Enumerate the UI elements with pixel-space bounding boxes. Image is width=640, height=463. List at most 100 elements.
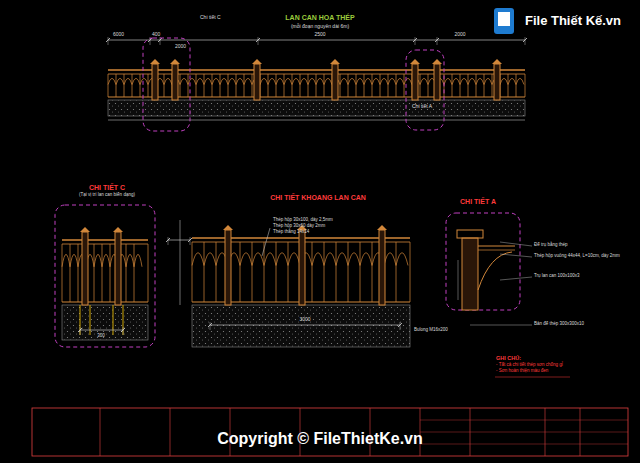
arch bbox=[308, 78, 316, 84]
drawing-label: 6000 bbox=[113, 32, 124, 38]
arch bbox=[244, 78, 252, 84]
arch bbox=[396, 253, 408, 266]
line-work bbox=[108, 74, 525, 75]
line-work bbox=[258, 37, 259, 45]
line-work bbox=[525, 74, 526, 97]
arch bbox=[340, 78, 348, 84]
line-work bbox=[252, 74, 253, 97]
post bbox=[379, 230, 385, 305]
line-work bbox=[478, 250, 515, 251]
arch bbox=[264, 253, 276, 266]
drawing-label: 400 bbox=[152, 32, 160, 38]
line-work bbox=[108, 69, 525, 70]
line-work bbox=[164, 74, 165, 97]
arch bbox=[478, 252, 512, 290]
arch bbox=[316, 78, 324, 84]
post-cap bbox=[432, 59, 442, 64]
drawing-label: CHI TIẾT C bbox=[89, 184, 125, 192]
line-work bbox=[484, 74, 485, 97]
line-work bbox=[70, 244, 71, 302]
line-work bbox=[437, 37, 438, 45]
arch bbox=[116, 78, 124, 84]
drawing-label: Bulong M16x200 bbox=[414, 328, 448, 333]
line-work bbox=[212, 74, 213, 97]
line-work bbox=[210, 325, 400, 326]
post bbox=[412, 64, 418, 100]
line-work bbox=[420, 74, 421, 97]
line-work bbox=[525, 37, 526, 45]
drawing-label: 2500 bbox=[314, 32, 325, 38]
line-work bbox=[420, 420, 628, 421]
line-work bbox=[324, 74, 325, 97]
drawing-label: Thép thẳng 14x14 bbox=[273, 230, 309, 235]
arch bbox=[444, 78, 452, 84]
line-work bbox=[204, 242, 205, 302]
post-cap bbox=[492, 59, 502, 64]
arch bbox=[500, 78, 508, 84]
arch bbox=[188, 78, 196, 84]
line-work bbox=[180, 74, 181, 97]
detail-callout bbox=[55, 205, 155, 347]
line-work bbox=[228, 74, 229, 97]
arch bbox=[360, 253, 372, 266]
arch bbox=[348, 78, 356, 84]
concrete-base bbox=[108, 100, 525, 116]
line-work bbox=[288, 242, 289, 302]
post bbox=[462, 238, 478, 310]
line-work bbox=[308, 74, 309, 97]
arch bbox=[134, 254, 142, 266]
line-work bbox=[420, 444, 628, 445]
line-work bbox=[62, 301, 148, 302]
line-work bbox=[284, 74, 285, 97]
post bbox=[254, 64, 260, 100]
arch bbox=[516, 78, 524, 84]
arch bbox=[476, 78, 484, 84]
line-work bbox=[210, 322, 211, 330]
line-work bbox=[113, 305, 114, 335]
arch bbox=[324, 78, 332, 84]
post-cap bbox=[80, 227, 90, 232]
arch bbox=[484, 78, 492, 84]
arch bbox=[180, 78, 188, 84]
line-work bbox=[80, 327, 81, 335]
line-work bbox=[190, 237, 191, 245]
logo-icon bbox=[498, 12, 510, 26]
detail-callout bbox=[446, 213, 520, 310]
line-work bbox=[132, 74, 133, 97]
arch bbox=[372, 78, 380, 84]
post bbox=[115, 232, 121, 305]
arch bbox=[336, 253, 348, 266]
line-work bbox=[236, 74, 237, 97]
arch bbox=[192, 253, 204, 266]
line-work bbox=[62, 244, 148, 245]
drawing-label: 2000 bbox=[175, 44, 186, 50]
post bbox=[172, 64, 178, 100]
line-work bbox=[108, 40, 525, 41]
arch bbox=[236, 78, 244, 84]
line-work bbox=[428, 74, 429, 97]
line-work bbox=[340, 74, 341, 97]
arch bbox=[260, 78, 268, 84]
line-work bbox=[240, 242, 241, 302]
arch bbox=[108, 78, 116, 84]
line-work bbox=[252, 242, 253, 302]
drawing-label: Thép hộp 30x100, dày 2,5mm bbox=[273, 218, 333, 223]
drawing-label: 3000 bbox=[299, 317, 310, 323]
line-work bbox=[134, 244, 135, 302]
line-work bbox=[348, 242, 349, 302]
arch bbox=[460, 78, 468, 84]
line-work bbox=[300, 74, 301, 97]
arch bbox=[384, 253, 396, 266]
post-cap bbox=[113, 227, 123, 232]
line-work bbox=[316, 74, 317, 97]
drawing-label: 300 bbox=[97, 334, 105, 339]
arch bbox=[356, 78, 364, 84]
line-work bbox=[220, 74, 221, 97]
line-work bbox=[500, 277, 532, 280]
drawing-label: - Tất cả chi tiết thép sơn chống gỉ bbox=[496, 363, 563, 368]
line-work bbox=[276, 74, 277, 97]
arch bbox=[468, 78, 476, 84]
arch bbox=[300, 78, 308, 84]
line-work bbox=[216, 242, 217, 302]
